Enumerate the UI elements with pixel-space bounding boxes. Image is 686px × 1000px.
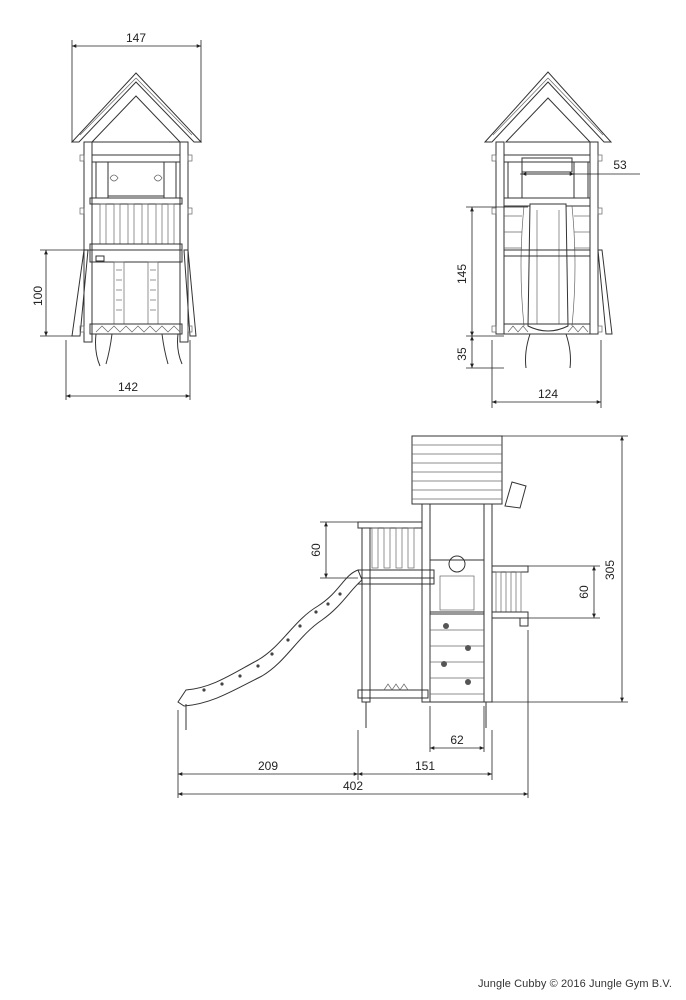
side-dim-slide-width: 53 bbox=[613, 158, 627, 172]
side-dim-slide-height: 145 bbox=[455, 264, 469, 284]
front-post-right bbox=[179, 141, 189, 343]
steering-wheel-icon bbox=[448, 555, 466, 573]
side-roof bbox=[483, 71, 613, 143]
front-post-left bbox=[83, 141, 93, 343]
front-dim-platform-height: 100 bbox=[31, 286, 45, 306]
elevation-slide bbox=[177, 569, 363, 707]
side-dim-base: 35 bbox=[455, 347, 469, 361]
copyright-footer: Jungle Cubby © 2016 Jungle Gym B.V. bbox=[477, 978, 672, 990]
elevation-roof bbox=[411, 435, 503, 505]
front-dim-width-bottom: 142 bbox=[118, 380, 138, 394]
elevation-dim-tower: 151 bbox=[415, 759, 435, 773]
elevation-dim-total-length: 402 bbox=[343, 779, 363, 793]
side-slide bbox=[520, 203, 576, 332]
side-dim-width-bottom: 124 bbox=[538, 387, 558, 401]
side-view: 53 145 35 124 bbox=[455, 71, 640, 408]
front-dim-width-top: 147 bbox=[126, 31, 146, 45]
elevation-dim-slide-run: 209 bbox=[258, 759, 278, 773]
elevation-dim-wall-right: 60 bbox=[577, 585, 591, 599]
elevation-view: 60 60 305 62 209 151 402 bbox=[177, 435, 628, 798]
elevation-dim-ladder: 62 bbox=[450, 733, 464, 747]
flag bbox=[504, 481, 527, 509]
front-view: 147 100 142 bbox=[31, 31, 203, 400]
elevation-dim-total-height: 305 bbox=[603, 560, 617, 580]
front-roof bbox=[70, 72, 203, 143]
elevation-dim-wall-left: 60 bbox=[309, 543, 323, 557]
